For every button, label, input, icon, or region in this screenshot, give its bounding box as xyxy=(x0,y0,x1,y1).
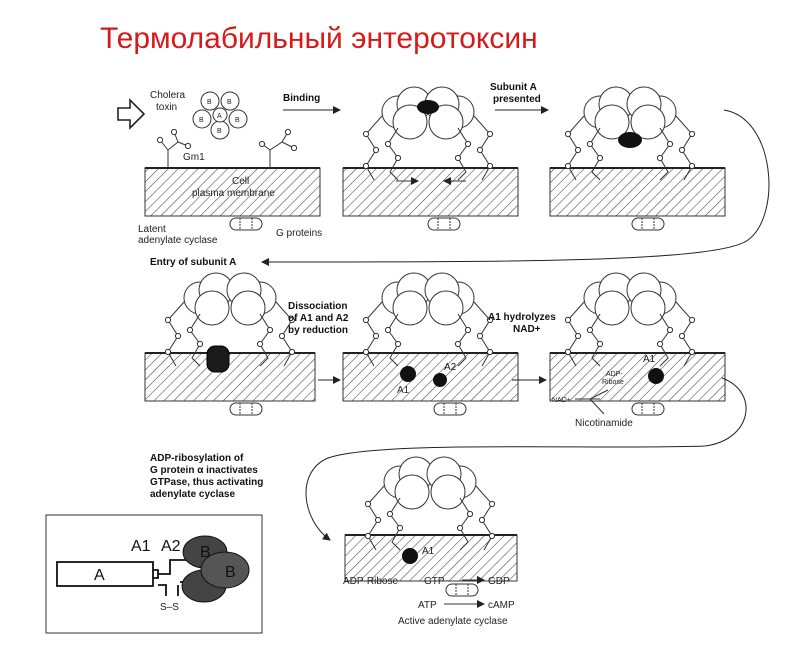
label-active-cyclase: Active adenylate cyclase xyxy=(398,616,508,627)
inset-label-b: B xyxy=(225,564,236,581)
panel-bound-toxin xyxy=(342,86,519,231)
label-atp: ATP xyxy=(418,600,437,611)
label-a1-active: A1 xyxy=(422,546,435,557)
label-ribose: Ribose xyxy=(602,379,624,386)
label-adpr-1: ADP-ribosylation of xyxy=(150,453,244,464)
label-dissociation-2: of A1 and A2 xyxy=(288,313,349,324)
panel-subunit-presented xyxy=(549,86,726,231)
label-dissociation: Dissociation xyxy=(288,301,347,312)
arrow-adp-ribosylation xyxy=(305,377,747,541)
label-adp-ribose: ADP-Ribose xyxy=(343,576,398,587)
panel-dissociation: A1 A2 xyxy=(342,272,519,416)
label-camp: cAMP xyxy=(488,600,515,611)
label-hydrolyzes: A1 hydrolyzes xyxy=(488,312,556,323)
label-nicotinamide: Nicotinamide xyxy=(575,418,633,429)
label-adpr-4: adenylate cyclase xyxy=(150,489,235,500)
label-hydrolyzes-2: NAD+ xyxy=(513,324,541,335)
label-a1-dissociated: A1 xyxy=(397,385,410,396)
arrow-entry xyxy=(261,109,770,266)
label-binding: Binding xyxy=(283,93,320,104)
label-adp: ADP- xyxy=(606,371,623,378)
label-entry: Entry of subunit A xyxy=(150,257,236,268)
panel-active-cyclase: A1 ADP-Ribose GTP GDP ATP cAMP Active ad… xyxy=(343,456,518,627)
inset-label-a1: A1 xyxy=(131,538,151,555)
label-cholera: Cholera xyxy=(150,90,185,101)
inset-label-a: A xyxy=(94,567,105,584)
label-gm1: Gm1 xyxy=(183,152,205,163)
label-g-proteins: G proteins xyxy=(276,228,322,239)
inset-label-ss: S–S xyxy=(160,602,179,613)
svg-text:B: B xyxy=(227,99,232,106)
panel-subunit-entry xyxy=(144,272,316,416)
svg-text:A: A xyxy=(217,113,222,120)
svg-text:B: B xyxy=(199,117,204,124)
inset-label-a2: A2 xyxy=(161,538,181,555)
label-a2-dissociated: A2 xyxy=(444,362,457,373)
panel-hydrolysis: A1 ADP- Ribose NAD+ Nicotinamide xyxy=(549,272,726,429)
toxin-pentamer: B B B B B A xyxy=(192,91,248,140)
svg-text:B: B xyxy=(235,117,240,124)
label-plasma-membrane: plasma membrane xyxy=(192,188,275,199)
label-adenylate-cyclase: adenylate cyclase xyxy=(138,235,218,246)
label-gdp: GDP xyxy=(488,576,510,587)
label-adpr-3: GTPase, thus activating xyxy=(150,477,263,488)
label-a1-hydrolysis: A1 xyxy=(643,354,656,365)
label-toxin: toxin xyxy=(156,102,177,113)
svg-text:B: B xyxy=(217,128,222,135)
inset-toxin-structure: A S–S A1 A2 B B xyxy=(45,514,263,634)
label-latent: Latent xyxy=(138,224,166,235)
entry-arrow-icon xyxy=(117,98,146,130)
gm1-receptors xyxy=(156,128,298,168)
slide-title: Термолабильный энтеротоксин xyxy=(100,22,538,55)
label-nad: NAD+ xyxy=(552,397,571,404)
label-subunit-a: Subunit A xyxy=(490,82,537,93)
label-dissociation-3: by reduction xyxy=(288,325,348,336)
svg-text:B: B xyxy=(207,99,212,106)
label-cell: Cell xyxy=(232,176,249,187)
label-adpr-2: G protein α inactivates xyxy=(150,465,258,476)
label-gtp: GTP xyxy=(424,576,445,587)
svg-text:B: B xyxy=(200,544,211,561)
panel-free-toxin: Cholera toxin B B B B B A xyxy=(117,90,322,246)
label-presented: presented xyxy=(493,94,541,105)
